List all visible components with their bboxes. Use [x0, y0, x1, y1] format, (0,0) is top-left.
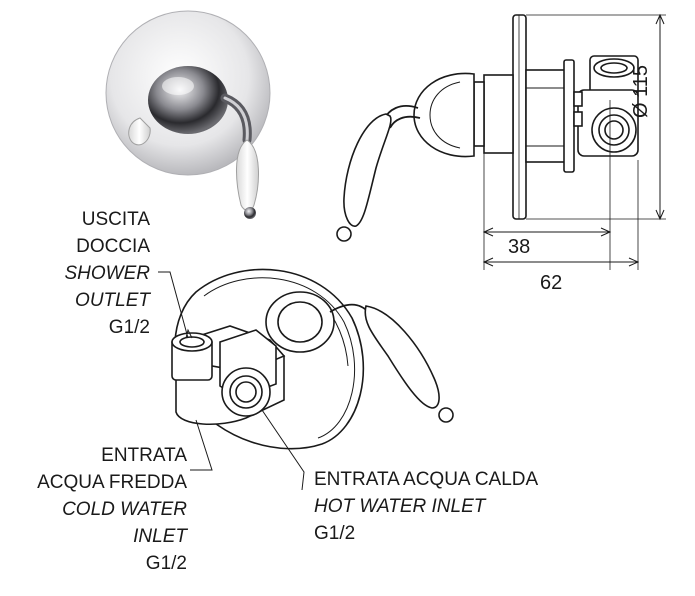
hot-inlet-size: G1/2 — [314, 523, 356, 544]
leader-hot — [261, 409, 305, 491]
cold-inlet-it-1: ENTRATA — [101, 445, 187, 466]
side-handle — [343, 113, 392, 227]
diameter-dimension: Ø 115 — [630, 65, 652, 118]
cold-inlet-en-2: INLET — [133, 526, 187, 547]
hot-water-inlet-label: ENTRATA ACQUA CALDA HOT WATER INLET G1/2 — [314, 468, 538, 545]
side-plate — [512, 14, 527, 220]
cold-inlet-size: G1/2 — [145, 553, 187, 574]
cold-inlet-en-1: COLD WATER — [62, 499, 187, 520]
shower-outlet-en-1: SHOWER — [64, 263, 151, 284]
valve-body — [148, 66, 228, 134]
perspective-handle-cap — [438, 407, 454, 423]
side-handle-cap — [336, 226, 352, 242]
cold-water-inlet-label: ENTRATA ACQUA FREDDA COLD WATER INLET G1… — [0, 444, 187, 575]
leader-shower — [158, 271, 189, 339]
perspective-handle — [364, 305, 440, 409]
perspective-inlet — [221, 367, 271, 417]
shower-outlet-it-1: USCITA — [81, 209, 150, 230]
leader-cold — [190, 419, 213, 471]
handle-cap — [244, 207, 256, 219]
perspective-drawing — [158, 268, 454, 491]
hot-inlet-it: ENTRATA ACQUA CALDA — [314, 469, 539, 490]
depth-dimension-62: 62 — [540, 272, 563, 294]
shower-outlet-label: USCITA DOCCIA SHOWER OUTLET G1/2 — [40, 208, 151, 339]
side-dome — [413, 72, 475, 158]
porcelain-handle — [236, 139, 259, 211]
hot-inlet-en: HOT WATER INLET — [314, 496, 486, 517]
small-porcelain-handle — [128, 117, 151, 146]
depth-dimension-38: 38 — [508, 236, 531, 258]
shower-outlet-size: G1/2 — [108, 317, 150, 338]
shower-outlet-it-2: DOCCIA — [76, 236, 150, 257]
product-photo — [105, 10, 271, 219]
shower-outlet-en-2: OUTLET — [75, 290, 150, 311]
side-view-drawing — [336, 13, 666, 270]
cold-inlet-it-2: ACQUA FREDDA — [37, 472, 187, 493]
